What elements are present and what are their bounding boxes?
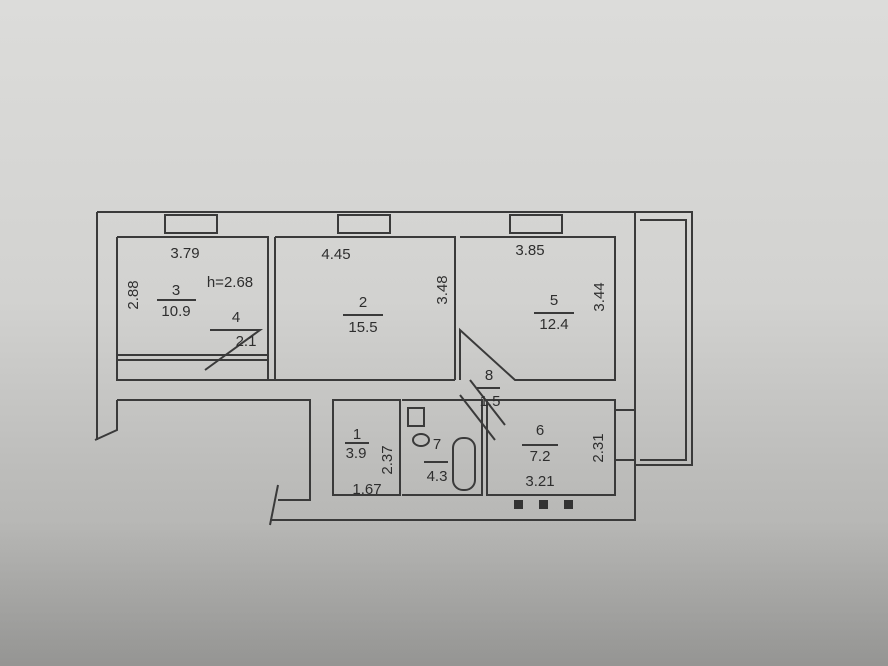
room-3-area: 10.9 — [161, 303, 190, 320]
room-1-length: 2.37 — [379, 445, 396, 474]
room-2-number: 2 — [359, 294, 367, 311]
room-2-width: 4.45 — [321, 246, 350, 263]
window — [164, 214, 218, 234]
window — [509, 214, 563, 234]
room-6-number: 6 — [536, 422, 544, 439]
room-5-width: 3.85 — [515, 242, 544, 259]
room-7: 7 4.3 — [427, 436, 448, 485]
room-1-width: 1.67 — [352, 481, 381, 498]
ceiling-height: h=2.68 — [207, 274, 253, 291]
room-5-number: 5 — [550, 292, 558, 309]
walls — [94, 211, 693, 526]
room-5: 3.85 3.44 5 12.4 — [515, 242, 608, 333]
room-1-area: 3.9 — [346, 445, 367, 462]
room-4: 4 2.1 — [232, 309, 257, 350]
vent-icon — [564, 500, 573, 509]
vent-icon — [539, 500, 548, 509]
bathtub-icon — [452, 437, 476, 491]
room-5-length: 3.44 — [591, 282, 608, 311]
room-7-number: 7 — [433, 436, 441, 453]
room-2-area: 15.5 — [348, 319, 377, 336]
sink-icon — [407, 407, 425, 427]
room-3-number: 3 — [172, 282, 180, 299]
photo-shadow — [0, 520, 888, 666]
room-3-width: 3.79 — [170, 245, 199, 262]
window — [337, 214, 391, 234]
room-2-length: 3.48 — [434, 275, 451, 304]
room-7-area: 4.3 — [427, 468, 448, 485]
room-6-width: 3.21 — [525, 473, 554, 490]
room-1: 1 3.9 2.37 1.67 — [346, 426, 396, 498]
balcony — [635, 211, 693, 466]
room-5-area: 12.4 — [539, 316, 568, 333]
room-8-area: 1.5 — [480, 393, 501, 410]
room-3: 3.79 2.88 3 10.9 h=2.68 — [125, 245, 253, 320]
room-6: 6 7.2 3.21 2.31 — [525, 422, 607, 490]
room-3-length: 2.88 — [125, 280, 142, 309]
room-1-number: 1 — [353, 426, 361, 443]
room-2: 4.45 3.48 2 15.5 — [321, 246, 451, 336]
vent-icon — [514, 500, 523, 509]
room-8: 8 1.5 — [480, 367, 501, 410]
room-8-number: 8 — [485, 367, 493, 384]
room-6-length: 2.31 — [590, 433, 607, 462]
room-6-area: 7.2 — [530, 448, 551, 465]
toilet-icon — [412, 433, 430, 447]
room-4-area: 2.1 — [236, 333, 257, 350]
room-4-number: 4 — [232, 309, 240, 326]
